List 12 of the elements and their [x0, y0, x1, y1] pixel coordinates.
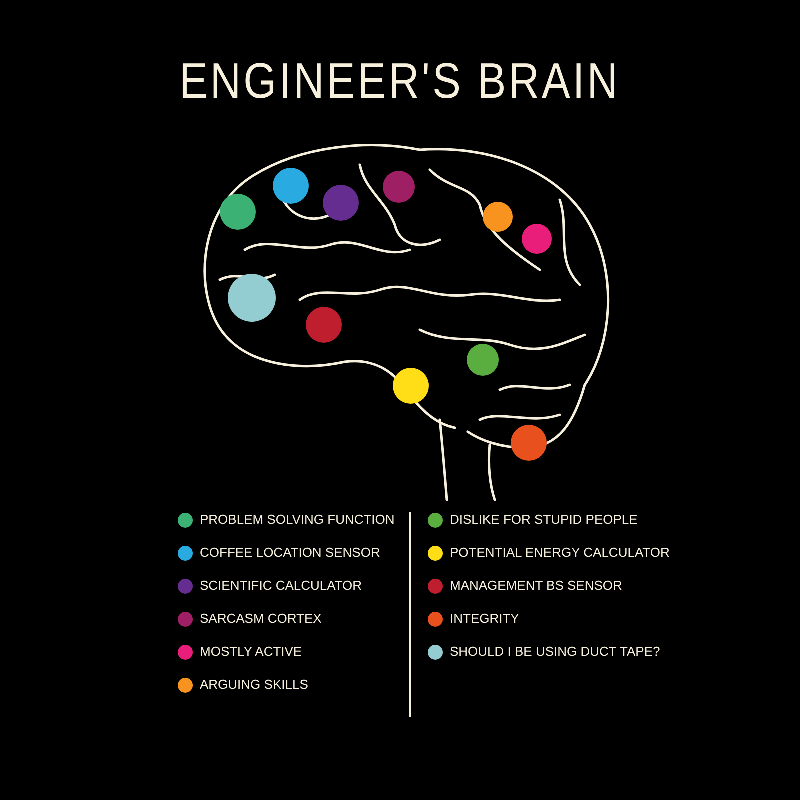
- legend-label: SARCASM CORTEX: [200, 611, 322, 626]
- legend-label: ARGUING SKILLS: [200, 677, 308, 692]
- legend-label: DISLIKE FOR STUPID PEOPLE: [450, 512, 638, 527]
- legend-label: INTEGRITY: [450, 611, 520, 626]
- legend-label: COFFEE LOCATION SENSOR: [200, 545, 380, 560]
- legend-label: SCIENTIFIC CALCULATOR: [200, 578, 362, 593]
- legend-label: POTENTIAL ENERGY CALCULATOR: [450, 545, 670, 560]
- legend-label: SHOULD I BE USING DUCT TAPE?: [450, 644, 660, 659]
- title: ENGINEER'S BRAIN: [178, 52, 622, 110]
- legend-label: PROBLEM SOLVING FUNCTION: [200, 512, 395, 527]
- legend-label: MANAGEMENT BS SENSOR: [450, 578, 622, 593]
- legend-label: MOSTLY ACTIVE: [200, 644, 302, 659]
